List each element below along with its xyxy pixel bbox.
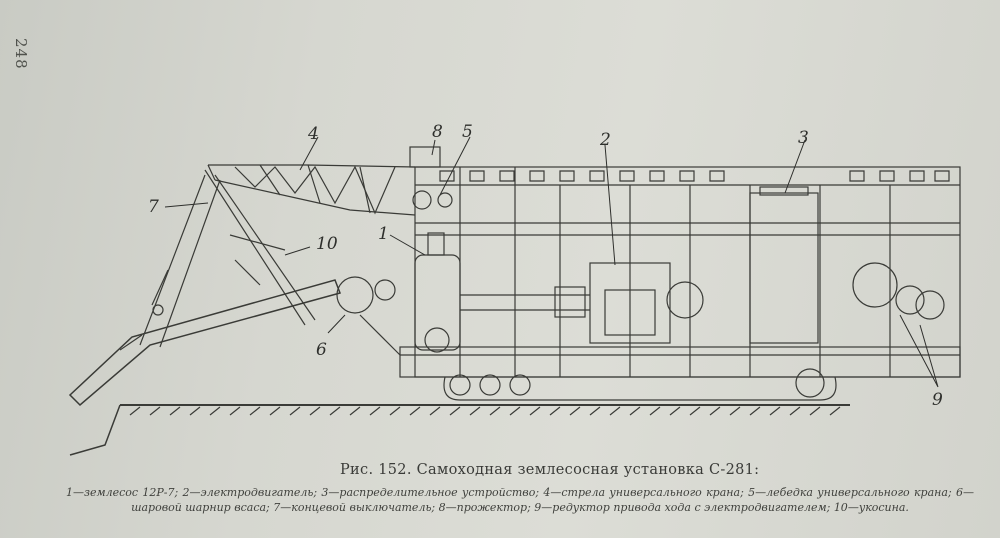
dredger-drawing: 4 8 5 2 3 1 10 7 6 9 — [68, 122, 961, 456]
callout-7: 7 — [148, 197, 159, 217]
callout-4: 4 — [307, 124, 319, 144]
crawler-track — [443, 376, 837, 401]
legend-item: 7—концевой выключатель; — [273, 501, 436, 514]
electric-motor — [589, 262, 671, 344]
legend-item: 10—укосина. — [833, 501, 909, 514]
legend-item: 8—прожектор; — [438, 501, 531, 514]
searchlight — [409, 146, 441, 168]
legend-item: 2—электродвигатель; — [182, 486, 318, 499]
callout-3: 3 — [798, 128, 809, 148]
legend-item: 4—стрела универсального крана; — [543, 486, 744, 499]
crane-boom — [207, 164, 416, 216]
suction-pipe — [68, 279, 341, 407]
legend-item: 1—землесос 12Р-7; — [66, 486, 179, 499]
callout-2: 2 — [599, 130, 611, 150]
callout-5: 5 — [462, 122, 473, 142]
boom-strut — [204, 169, 316, 326]
callout-8: 8 — [432, 122, 443, 142]
pump-body — [414, 254, 461, 351]
crane-winch — [412, 190, 432, 210]
main-frame — [414, 166, 961, 378]
ball-joint — [336, 276, 374, 314]
slope-line — [69, 404, 121, 456]
legend-item: 9—редуктор привода хода с электродвигате… — [534, 501, 831, 514]
callout-9: 9 — [932, 390, 943, 410]
left-leg — [139, 174, 221, 348]
technical-drawing: 4 8 5 2 3 1 10 7 6 9 — [60, 115, 970, 465]
callout-6: 6 — [316, 340, 327, 360]
callout-10: 10 — [316, 234, 338, 254]
figure-legend: 1—землесос 12Р-7; 2—электродвигатель; 3—… — [66, 485, 974, 515]
callout-1: 1 — [378, 224, 389, 244]
legend-item: 3—распределительное устройство; — [321, 486, 540, 499]
page-number: 248 — [12, 38, 30, 70]
chassis — [399, 346, 961, 378]
legend-item: 6—шаровой шарнир всаса; — [131, 486, 974, 514]
reducer-wheel — [852, 262, 898, 308]
legend-item: 5—лебедка универсального крана; — [748, 486, 952, 499]
distribution-device — [749, 192, 819, 344]
figure-caption: Рис. 152. Самоходная землесосная установ… — [340, 462, 760, 478]
ground-hatching — [129, 406, 841, 416]
